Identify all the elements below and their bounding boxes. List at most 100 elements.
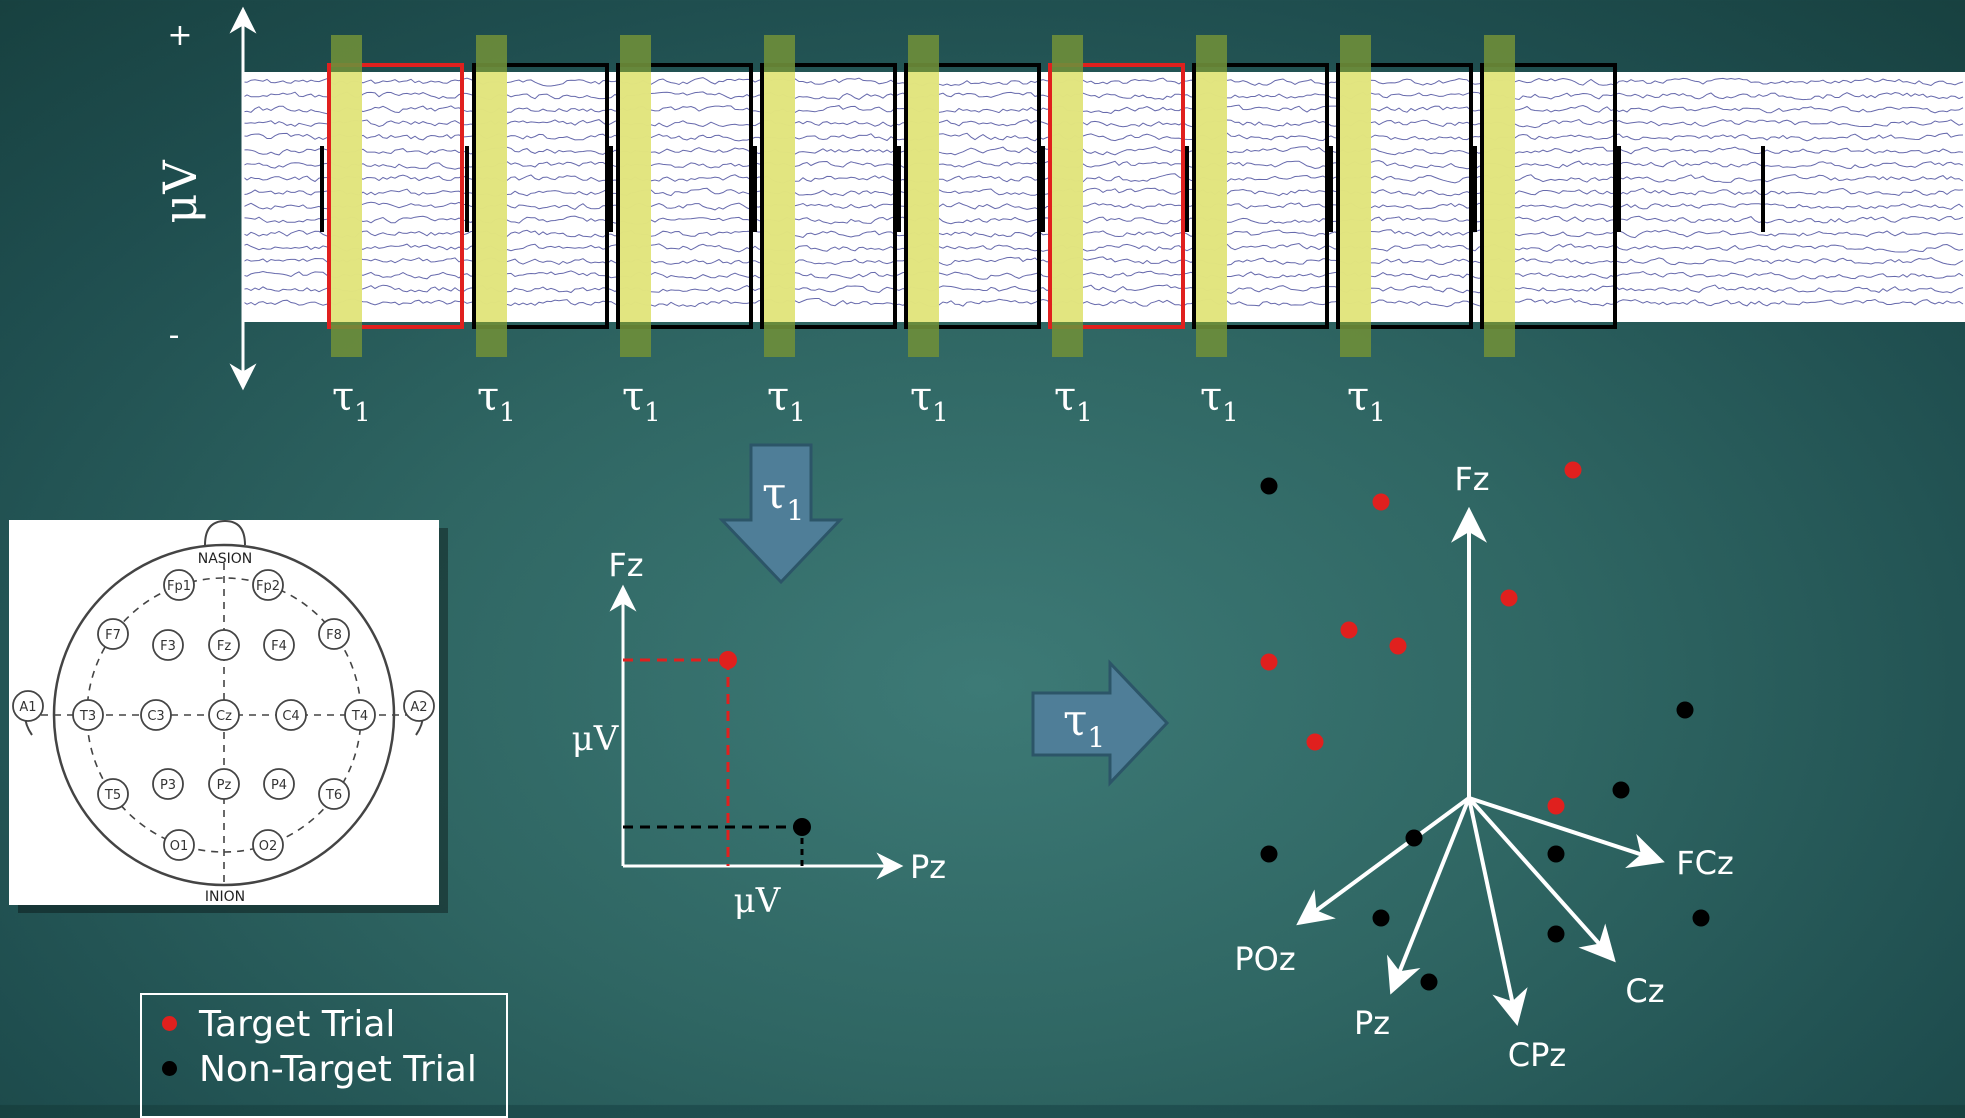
highlight-band-inner	[908, 72, 939, 322]
legend-item-target: Target Trial	[162, 1005, 395, 1045]
eeg-trace	[243, 256, 1964, 266]
window-label: τ1	[622, 374, 661, 428]
eeg-trace	[243, 215, 1964, 225]
electrode-label: Fp1	[167, 579, 191, 594]
axis-label-poz: POz	[1234, 940, 1295, 978]
nontarget-trial-point	[1547, 845, 1565, 863]
electrode-label: Fp2	[256, 579, 280, 594]
electrode-c4	[275, 699, 307, 731]
nasion-label: NASION	[198, 551, 253, 567]
electrode-f4	[263, 629, 295, 661]
electrode-f3	[152, 629, 184, 661]
electrode-label: C4	[282, 709, 299, 724]
electrode-label: T4	[351, 709, 368, 724]
axis-cpz	[1467, 797, 1528, 1027]
electrode-label: O1	[170, 839, 189, 854]
scatter-2d: Fz Pz μV μV	[572, 546, 946, 921]
legend-label-target: Target Trial	[199, 1004, 396, 1045]
window-label: τ1	[332, 374, 371, 428]
legend-item-nontarget: Non-Target Trial	[162, 1050, 477, 1090]
eeg-traces	[243, 77, 1964, 308]
nontarget-trial-point	[1612, 781, 1630, 799]
electrode-p3	[152, 768, 184, 800]
eeg-trace	[243, 104, 1964, 115]
projection-axes	[1296, 506, 1665, 1027]
down-arrow-label: τ1	[762, 468, 804, 527]
legend-label-nontarget: Non-Target Trial	[199, 1049, 477, 1090]
eeg-trace	[243, 201, 1964, 211]
scatter-y-label: Fz	[608, 546, 643, 584]
window-label: τ1	[1054, 374, 1093, 428]
eeg-background	[243, 72, 1965, 322]
electrode-t4	[344, 699, 376, 731]
window-label: τ1	[1347, 374, 1386, 428]
target-trial-point	[1389, 637, 1407, 655]
electrode-fz	[208, 629, 240, 661]
eeg-trace	[243, 270, 1964, 281]
nontarget-window	[1336, 63, 1473, 329]
axis-unit-label: μV	[153, 160, 207, 224]
highlight-band-inner	[1052, 72, 1083, 322]
eeg-trace	[243, 284, 1964, 294]
eeg-trace	[243, 298, 1964, 308]
projection-3d: Fz FCz Cz CPz Pz POz	[1234, 460, 1733, 1074]
target-trial-point	[1500, 589, 1518, 607]
highlight-band-inner	[476, 72, 507, 322]
electrode-label: Pz	[217, 778, 232, 793]
electrode-label: Fz	[217, 639, 231, 654]
electrode-label: F4	[271, 639, 287, 654]
inion-label: INION	[205, 889, 245, 905]
highlight-band-inner	[764, 72, 795, 322]
electrode-label: F3	[160, 639, 176, 654]
electrode-label: F8	[326, 628, 342, 643]
legend-dot-nontarget	[162, 1060, 177, 1076]
nontarget-window	[760, 63, 897, 329]
electrode-fp1	[163, 569, 195, 601]
electrode-label: T6	[325, 788, 342, 803]
electrode-c3	[140, 699, 172, 731]
target-point	[719, 651, 737, 669]
electrode-t6	[318, 778, 350, 810]
electrode-label: T5	[104, 788, 121, 803]
highlight-band-inner	[1340, 72, 1371, 322]
electrode-label: C3	[147, 709, 164, 724]
electrode-f7	[97, 618, 129, 650]
trial-windows	[327, 63, 1617, 329]
highlight-band-inner	[1484, 72, 1515, 322]
scatter-x-label: Pz	[910, 848, 946, 886]
window-label: τ1	[477, 374, 516, 428]
electrode-label: A2	[410, 700, 427, 715]
electrode-f8	[318, 618, 350, 650]
electrode-p4	[263, 768, 295, 800]
nontarget-window	[1192, 63, 1329, 329]
eeg-trace	[243, 229, 1964, 239]
target-trial-point	[1260, 653, 1278, 671]
axis-fcz	[1468, 796, 1665, 869]
electrode-label: P4	[271, 778, 287, 793]
electrode-t5	[97, 778, 129, 810]
legend-dot-target	[162, 1015, 177, 1031]
target-window	[1048, 63, 1185, 329]
highlight-band-inner	[620, 72, 651, 322]
target-trial-point	[1306, 733, 1324, 751]
nontarget-trial-point	[1547, 925, 1565, 943]
electrode-pz	[208, 768, 240, 800]
nose-shape	[204, 519, 246, 546]
scatter-y-unit: μV	[572, 719, 620, 759]
axis-label-pz: Pz	[1354, 1004, 1390, 1042]
nontarget-window	[1480, 63, 1617, 329]
nontarget-trial-point	[1260, 845, 1278, 863]
highlight-band-inner	[331, 72, 362, 322]
eeg-trace	[243, 77, 1964, 87]
target-trial-point	[1340, 621, 1358, 639]
nontarget-trial-point	[1676, 701, 1694, 719]
axis-label-cz: Cz	[1625, 972, 1664, 1010]
eeg-trace	[243, 242, 1964, 253]
nontarget-window	[616, 63, 753, 329]
electrode-t3	[72, 699, 104, 731]
